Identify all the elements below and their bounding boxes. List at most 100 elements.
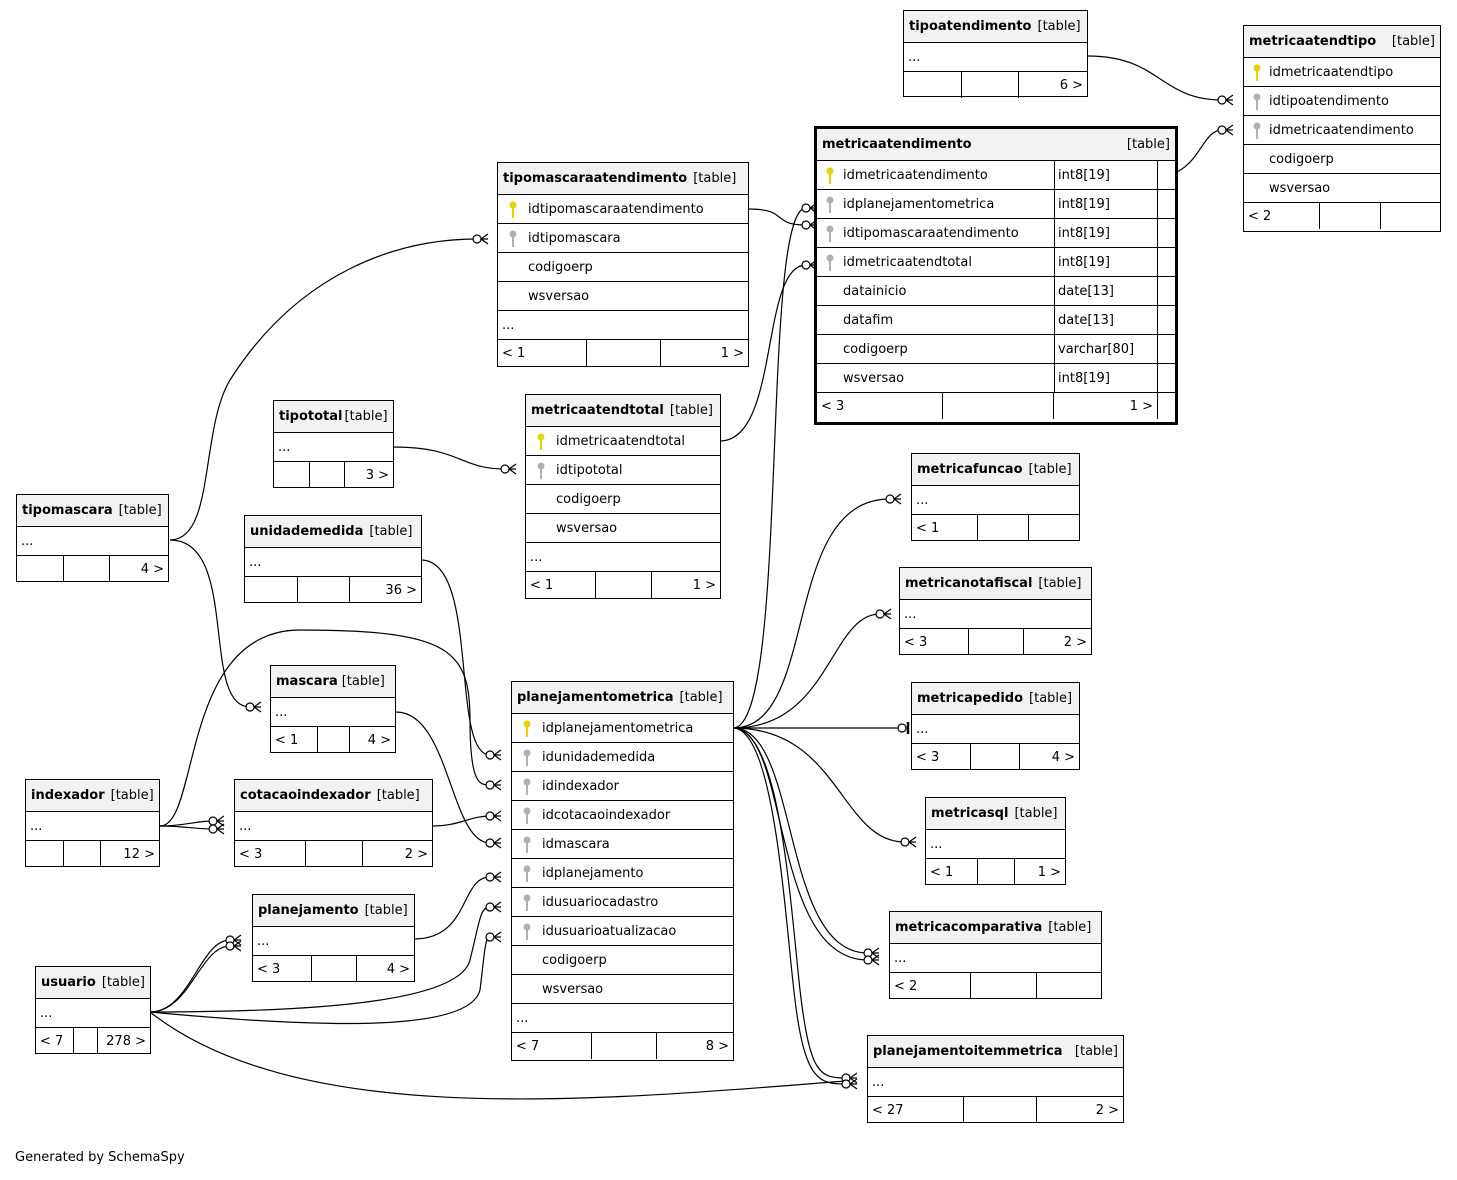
table-header: metricaatendimento[table] [817,129,1175,161]
table-metricacomparativa[interactable]: metricacomparativa[table] ... < 2 [889,911,1102,999]
column-type: varchar[80] [1054,335,1157,363]
table-metricaatendtipo[interactable]: metricaatendtipo[table] idmetricaatendti… [1243,25,1441,232]
table-name: metricaatendtotal [531,403,664,418]
optional-marker [485,902,495,912]
crowfoot-marker [480,233,489,245]
table-tag: [table] [1391,34,1435,49]
edge-usuario-planejamentometrica-b [149,936,491,1025]
table-row: codigoerp [526,485,720,514]
edge-tipomascara-tipomascaraatendimento [169,238,478,541]
children-count: 4 > [1019,744,1079,770]
crowfoot-marker [493,871,502,883]
list-item: ... [890,944,1101,973]
list-item: ... [868,1068,1123,1097]
table-name: planejamentoitemmetrica [873,1044,1063,1059]
column-name: idplanejamentometrica [843,196,995,212]
table-planejamentometrica[interactable]: planejamentometrica[table] idplanejament… [511,681,734,1061]
table-metricaatendtotal[interactable]: metricaatendtotal[table] idmetricaatendt… [525,394,721,599]
ellipsis-row: ... [275,704,288,720]
column-name: wsversao [542,981,604,997]
table-name: mascara [276,674,338,689]
table-row: idusuariocadastro [512,888,733,917]
optional-marker [485,838,495,848]
table-name: tipototal [279,409,343,424]
table-tag: [table] [118,503,162,518]
ellipsis-row: ... [21,533,34,549]
ellipsis-row: ... [916,492,929,508]
ellipsis-row: ... [257,933,270,949]
table-row: idplanejamento [512,859,733,888]
generated-by-label: Generated by SchemaSpy [15,1150,185,1165]
parents-count: < 2 [894,978,918,994]
column-type: int8[19] [1054,161,1157,189]
table-header: unidademedida[table] [245,516,421,548]
table-row: idcotacaoindexador [512,801,733,830]
table-header: tipoatendimento[table] [904,11,1087,43]
column-name: idtipomascara [528,230,621,246]
table-tipototal[interactable]: tipototal[table] ... 3 > [273,400,394,488]
table-tipoatendimento[interactable]: tipoatendimento[table] ... 6 > [903,10,1088,98]
children-count: 8 > [656,1033,733,1059]
edge-planejamentometrica-metricacomparativa-a [732,727,869,954]
crowfoot-marker [493,779,502,791]
table-header: metricasql[table] [926,798,1065,830]
table-name: tipomascaraatendimento [503,171,688,186]
table-tipomascara[interactable]: tipomascara[table] ... 4 > [16,494,169,582]
children-count: 1 > [651,572,720,598]
edge-planejamentometrica-metricanotafiscal [732,613,881,729]
parents-count [274,462,309,488]
table-metricafuncao[interactable]: metricafuncao[table] ... < 1 [911,453,1080,541]
column-name: codigoerp [528,259,593,275]
table-footer: < 1 [912,515,1079,541]
table-row: wsversao [1244,174,1440,203]
edge-indexador-cotacaoindexador-b [159,825,214,830]
crowfoot-marker [233,934,242,946]
crowfoot-marker [493,837,502,849]
table-name: planejamento [258,903,359,918]
table-name: metricaatendtipo [1249,34,1377,49]
edge-mascara-planejamentometrica [395,711,491,844]
column-name: codigoerp [542,952,607,968]
children-count: 1 > [1014,859,1065,885]
table-row: idunidademedida [512,743,733,772]
crowfoot-marker [233,940,242,952]
table-tipomascaraatendimento[interactable]: tipomascaraatendimento [table] idtipomasc… [497,162,749,367]
edge-tipoatendimento-metricaatendtipo [1087,55,1223,101]
edge-cotacaoindexador-planejamentometrica [431,815,491,827]
table-header: metricapedido[table] [912,683,1079,715]
optional-marker [801,220,811,230]
ellipsis-row: ... [908,49,921,65]
children-count: 4 > [349,727,395,753]
column-count [73,1028,97,1054]
column-count [961,72,1018,98]
table-tag: [table] [693,171,737,186]
table-tag: [table] [1014,806,1058,821]
ellipsis-row: ... [516,1010,529,1026]
edge-usuario-planejamento-b [149,945,231,1013]
table-indexador[interactable]: indexador[table] ... 12 > [25,779,160,867]
column-name: idindexador [542,778,619,794]
optional-marker [900,837,910,847]
crowfoot-marker [849,1078,858,1090]
table-name: metricafuncao [917,462,1023,477]
table-header: metricaatendtotal[table] [526,395,720,427]
column-type: int8[19] [1054,219,1157,247]
edge-tipototal-metricaatendtotal [392,446,506,470]
table-unidademedida[interactable]: unidademedida[table] ... 36 > [244,515,422,603]
table-metricaatendimento[interactable]: metricaatendimento[table] idmetricaatend… [814,126,1178,425]
